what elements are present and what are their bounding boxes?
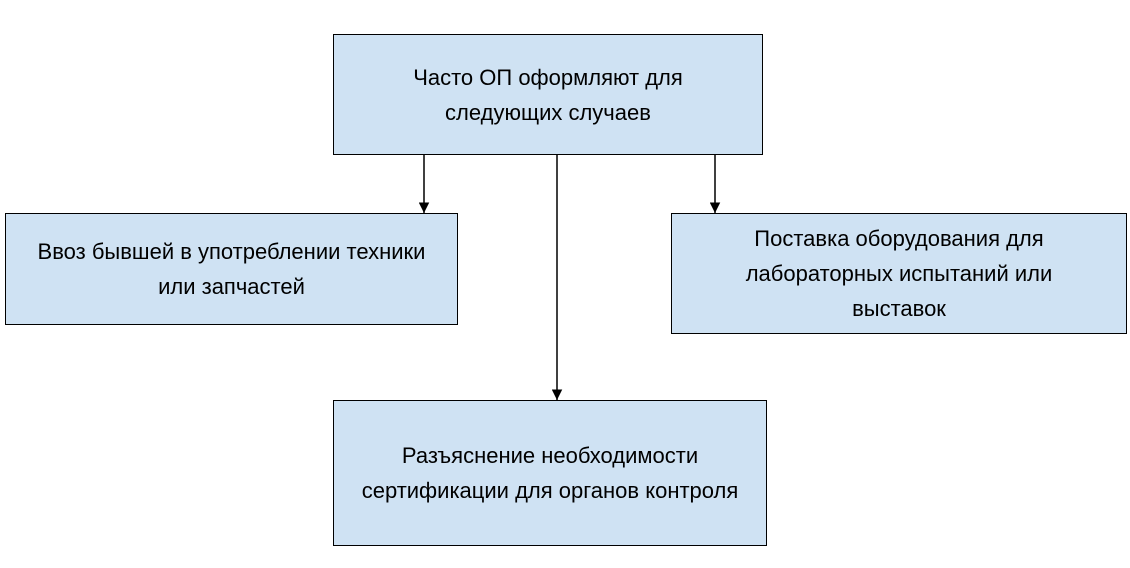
child-node-left: Ввоз бывшей в употреблении техники или з… (5, 213, 458, 325)
child-node-bottom: Разъяснение необходимости сертификации д… (333, 400, 767, 546)
child-node-left-label: Ввоз бывшей в употреблении техники или з… (37, 239, 426, 299)
child-node-right: Поставка оборудования для лабораторных и… (671, 213, 1127, 334)
root-node-label: Часто ОП оформляют для следующих случаев (413, 64, 683, 125)
clipped-text-line (0, 556, 1130, 568)
root-node: Часто ОП оформляют для следующих случаев (333, 34, 763, 155)
child-node-bottom-label: Разъяснение необходимости сертификации д… (361, 443, 739, 503)
child-node-right-label: Поставка оборудования для лабораторных и… (745, 226, 1053, 321)
